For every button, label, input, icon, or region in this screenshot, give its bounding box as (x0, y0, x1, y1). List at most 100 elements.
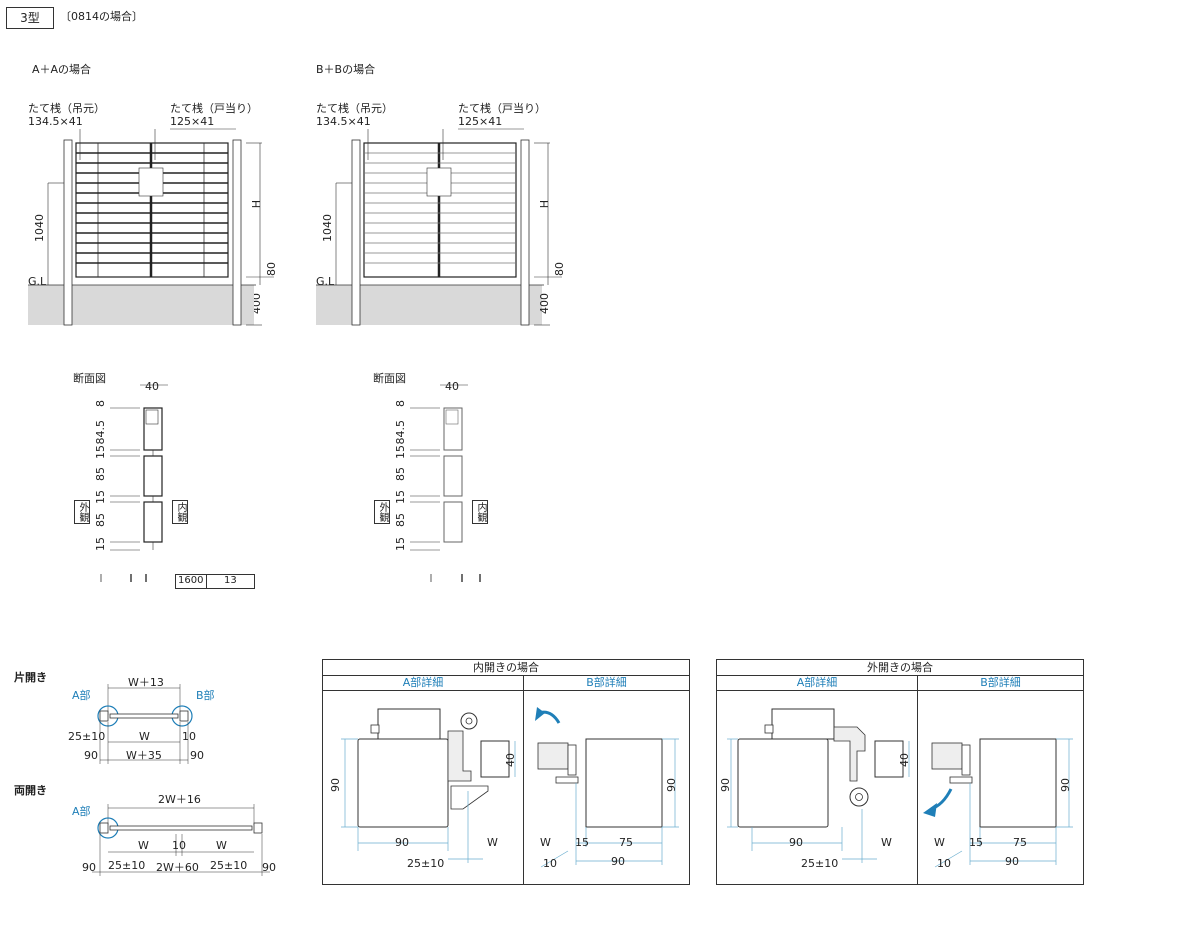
a-dim-w: W (881, 836, 892, 849)
plan-single (97, 684, 193, 764)
b-dim-90h: 90 (611, 855, 625, 868)
case-label: 〔0814の場合〕 (60, 10, 143, 23)
right-rail-size: 125×41 (458, 115, 503, 128)
gap-label: 80 (553, 262, 566, 276)
single-right-dim: 10 (182, 730, 196, 743)
single-90-right: 90 (190, 749, 204, 762)
panel-divider (523, 676, 524, 884)
single-90-left: 90 (84, 749, 98, 762)
a-dim-40: 40 (898, 753, 911, 767)
double-25-left: 25±10 (108, 859, 146, 872)
section-dim: 8 (394, 400, 407, 407)
double-bottom-dim: 2W＋60 (156, 861, 199, 874)
a-dim-90h: 90 (395, 836, 409, 849)
section-dim: 84.5 (394, 420, 407, 445)
single-top-dim: W＋13 (128, 676, 164, 689)
b-dim-75: 75 (619, 836, 633, 849)
b-dim-10: 10 (937, 857, 951, 870)
a-dim-40: 40 (504, 753, 517, 767)
a-dim-90h: 90 (789, 836, 803, 849)
detail-panel-outward: 外開きの場合 A部詳細 B部詳細 90 40 90 W 25±10 (716, 659, 1084, 885)
double-top-dim: 2W＋16 (158, 793, 201, 806)
elevation-b-title: B＋Bの場合 (316, 63, 376, 76)
section-dim: 15 (94, 490, 107, 504)
height-label: 1040 (321, 214, 334, 242)
b-dim-10: 10 (543, 857, 557, 870)
size-table-a: 1600 (178, 575, 204, 586)
section-dim: 15 (94, 445, 107, 459)
a-dim-w: W (487, 836, 498, 849)
b-dim-15: 15 (575, 836, 589, 849)
a-detail-head: A部詳細 (717, 676, 917, 691)
gate-elevation-b (316, 128, 562, 326)
a-detail-head: A部詳細 (323, 676, 523, 691)
elevation-drawings (28, 128, 562, 326)
section-dim: 85 (394, 467, 407, 481)
gl-label: G.L (28, 275, 47, 288)
a-dim-90v: 90 (719, 778, 732, 792)
section-dim: 15 (394, 537, 407, 551)
single-a-part: A部 (72, 689, 91, 702)
section-dim: 84.5 (94, 420, 107, 445)
detail-drawing (341, 707, 679, 868)
inside-label: 内観 (172, 500, 188, 524)
b-detail-head: B部詳細 (524, 676, 689, 691)
b-dim-w: W (540, 836, 551, 849)
detail-panel-inward: 内開きの場合 A部詳細 B部詳細 90 40 90 (322, 659, 690, 885)
single-b-part: B部 (196, 689, 215, 702)
size-table-b: 13 (224, 575, 237, 586)
section-dim: 85 (394, 513, 407, 527)
double-90-left: 90 (82, 861, 96, 874)
section-dim: 85 (94, 467, 107, 481)
single-open-title: 片開き (14, 671, 47, 684)
double-w2: W (216, 839, 227, 852)
section-dim: 85 (94, 513, 107, 527)
section-drawings (100, 384, 481, 582)
elevation-a-title: A＋Aの場合 (32, 63, 92, 76)
plan-double (92, 804, 270, 876)
section-b (410, 384, 481, 582)
left-rail-label: たて桟（吊元） (28, 102, 105, 115)
plan-drawings (92, 684, 270, 876)
double-a-part: A部 (72, 805, 91, 818)
b-dim-75: 75 (1013, 836, 1027, 849)
right-rail-label: たて桟（戸当り） (170, 102, 258, 115)
double-90-right: 90 (262, 861, 276, 874)
single-left-dim: 25±10 (68, 730, 106, 743)
left-rail-label: たて桟（吊元） (316, 102, 393, 115)
size-table-divider (206, 575, 207, 588)
b-dim-90v: 90 (1059, 778, 1072, 792)
section-width: 40 (145, 380, 159, 393)
left-rail-size: 134.5×41 (316, 115, 371, 128)
type-label: 3型 (6, 7, 54, 29)
single-w-dim: W (139, 730, 150, 743)
size-table-row: 1600 13 (175, 574, 255, 589)
section-width: 40 (445, 380, 459, 393)
section-a-title: 断面図 (73, 372, 106, 385)
footing-label: 400 (538, 293, 551, 314)
section-dim: 15 (394, 445, 407, 459)
detail-title: 内開きの場合 (323, 660, 689, 676)
section-dim: 15 (394, 490, 407, 504)
outside-label: 外観 (74, 500, 90, 524)
single-bottom-dim: W＋35 (126, 749, 162, 762)
double-w1: W (138, 839, 149, 852)
section-dim: 15 (94, 537, 107, 551)
b-dim-90h: 90 (1005, 855, 1019, 868)
h-label: H (538, 200, 551, 209)
section-dim: 8 (94, 400, 107, 407)
b-dim-90v: 90 (665, 778, 678, 792)
left-rail-size: 134.5×41 (28, 115, 83, 128)
b-detail-head: B部詳細 (918, 676, 1083, 691)
right-rail-size: 125×41 (170, 115, 215, 128)
detail-title: 外開きの場合 (717, 660, 1083, 676)
detail-drawing (727, 708, 1073, 868)
b-dim-15: 15 (969, 836, 983, 849)
inside-label: 内観 (472, 500, 488, 524)
right-rail-label: たて桟（戸当り） (458, 102, 546, 115)
a-dim-25: 25±10 (407, 857, 445, 870)
double-25-right: 25±10 (210, 859, 248, 872)
section-a (100, 384, 168, 582)
gl-label: G.L (316, 275, 335, 288)
panel-divider (917, 676, 918, 884)
